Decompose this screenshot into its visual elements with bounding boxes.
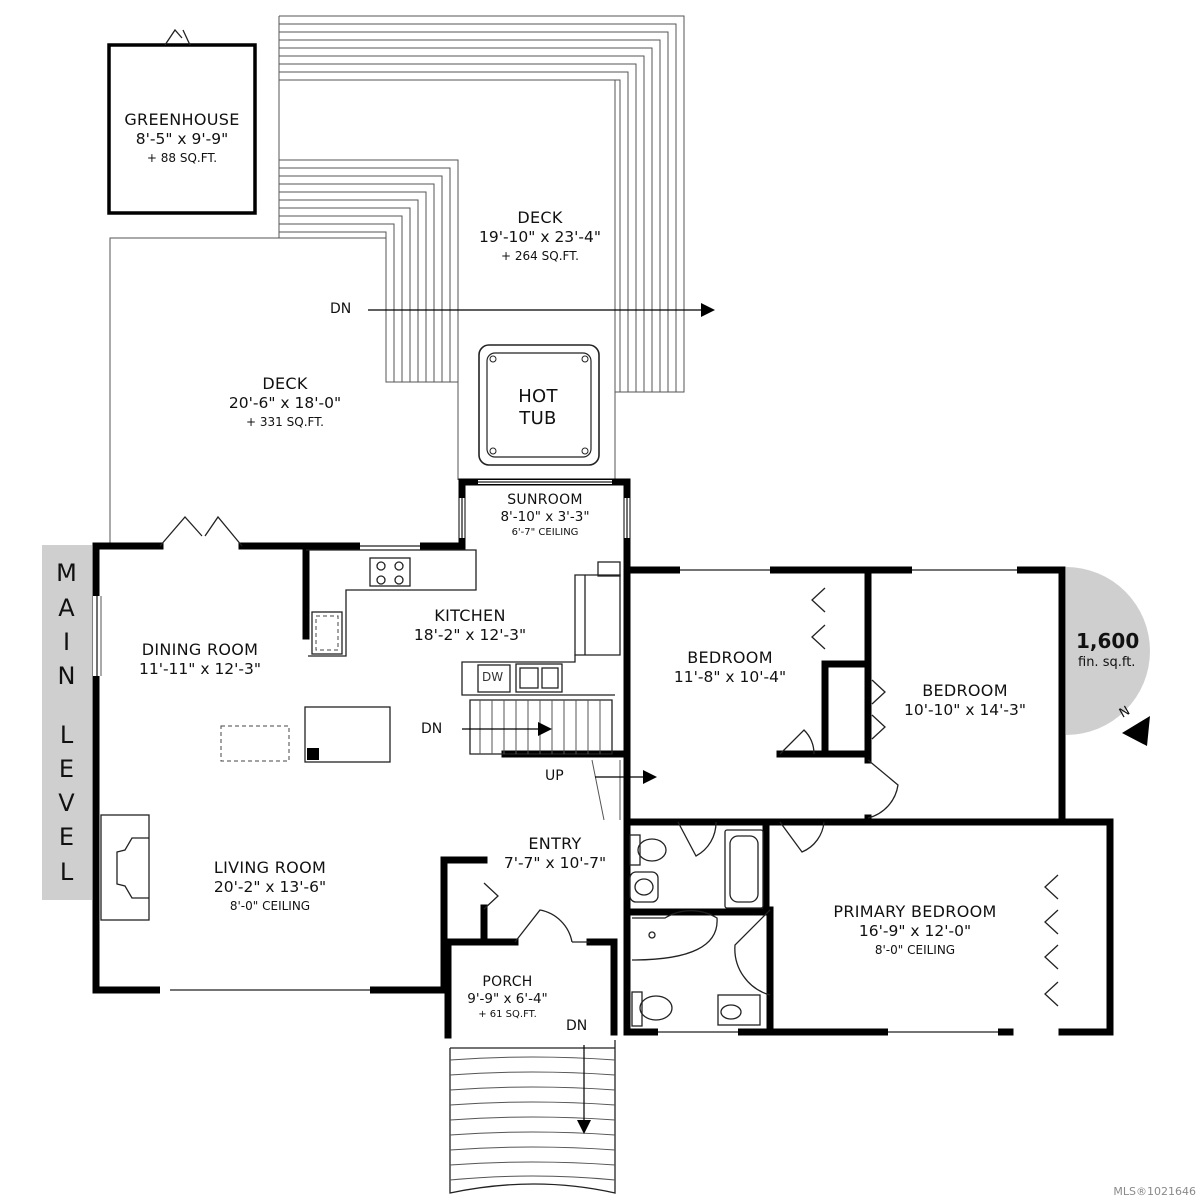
room-name: DINING ROOM <box>141 640 259 659</box>
room-name: ENTRY <box>528 834 582 853</box>
mls-watermark: MLS®1021646 <box>1113 1185 1196 1198</box>
lower-deck-outline <box>109 237 386 546</box>
room-dims: 8'-5" x 9'-9" <box>135 129 229 148</box>
sunroom-label: SUNROOM 8'-10" x 3'-3" 6'-7" CEILING <box>470 492 620 539</box>
kitchen-label: KITCHEN 18'-2" x 12'-3" <box>380 606 560 644</box>
living-room-label: LIVING ROOM 20'-2" x 13'-6" 8'-0" CEILIN… <box>170 858 370 914</box>
room-name: GREENHOUSE <box>124 110 240 129</box>
deck-upper-label: DECK 19'-10" x 23'-4" + 264 SQ.FT. <box>440 208 640 264</box>
room-name: BEDROOM <box>922 681 1008 700</box>
room-area: + 331 SQ.FT. <box>246 415 324 430</box>
room-name: BEDROOM <box>687 648 773 667</box>
room-ceiling: 8'-0" CEILING <box>229 899 311 914</box>
room-ceiling: 8'-0" CEILING <box>874 943 956 958</box>
deck-down-arrow <box>368 303 715 317</box>
room-ceiling: 6'-7" CEILING <box>511 526 579 538</box>
hot-tub-label: HOT TUB <box>498 386 578 430</box>
level-letter: L <box>59 720 75 749</box>
level-letter: E <box>58 754 76 783</box>
bathroom-fixtures <box>629 829 764 1027</box>
room-dims: 9'-9" x 6'-4" <box>467 991 548 1008</box>
room-dims: 19'-10" x 23'-4" <box>478 227 602 246</box>
room-dims: 11'-8" x 10'-4" <box>673 667 787 686</box>
dishwasher-label: DW <box>482 670 504 684</box>
bedroom-1-label: BEDROOM 11'-8" x 10'-4" <box>640 648 820 686</box>
room-name: DECK <box>262 374 308 393</box>
entry-label: ENTRY 7'-7" x 10'-7" <box>480 834 630 872</box>
sunroom-walls <box>458 478 631 579</box>
french-door <box>159 515 243 547</box>
greenhouse-door <box>164 28 191 46</box>
room-name: HOT <box>518 386 558 407</box>
main-level-label: M A I N L E V E L <box>42 545 92 900</box>
room-name: LIVING ROOM <box>213 858 327 877</box>
deck-dn-label: DN <box>330 301 352 317</box>
stairs-down <box>462 699 613 755</box>
room-area: + 264 SQ.FT. <box>501 249 579 264</box>
room-name-2: TUB <box>519 407 557 429</box>
room-area: + 88 SQ.FT. <box>146 151 218 166</box>
hot-tub-icon <box>478 344 600 466</box>
compass-label: N <box>1116 703 1133 722</box>
porch-steps <box>449 1040 616 1194</box>
porch-dn-label: DN <box>566 1018 588 1034</box>
stairs-dn-label: DN <box>421 721 443 737</box>
level-letter: A <box>58 593 76 622</box>
windows <box>93 542 1017 1036</box>
deck-lower-label: DECK 20'-6" x 18'-0" + 331 SQ.FT. <box>185 374 385 430</box>
fireplace-icon <box>100 814 150 921</box>
greenhouse-wall <box>107 43 257 215</box>
area-badge: 1,600 fin. sq.ft. N <box>1066 567 1166 735</box>
level-letter: N <box>57 662 77 691</box>
room-name: PRIMARY BEDROOM <box>833 902 997 921</box>
room-name: PORCH <box>482 974 533 990</box>
main-walls <box>92 542 1114 1039</box>
room-area: + 61 SQ.FT. <box>478 1008 537 1020</box>
room-dims: 20'-6" x 18'-0" <box>228 393 342 412</box>
closet-doors <box>483 587 1059 1007</box>
level-letter: E <box>58 823 76 852</box>
room-dims: 16'-9" x 12'-0" <box>858 921 972 940</box>
room-name: SUNROOM <box>507 492 583 508</box>
room-name: KITCHEN <box>434 606 506 625</box>
level-letter: M <box>56 559 78 588</box>
dining-room-label: DINING ROOM 11'-11" x 12'-3" <box>110 640 290 678</box>
area-badge-shape <box>1066 567 1150 746</box>
porch-label: PORCH 9'-9" x 6'-4" + 61 SQ.FT. <box>450 974 565 1021</box>
level-letter: L <box>59 857 75 886</box>
porch-down-arrow <box>577 1045 591 1134</box>
bedroom-2-label: BEDROOM 10'-10" x 14'-3" <box>875 681 1055 719</box>
room-dims: 10'-10" x 14'-3" <box>903 700 1027 719</box>
stairs-up-label: UP <box>545 768 564 784</box>
area-unit: fin. sq.ft. <box>1078 655 1136 670</box>
room-name: DECK <box>517 208 563 227</box>
room-dims: 20'-2" x 13'-6" <box>213 877 327 896</box>
level-letter: I <box>62 627 72 656</box>
greenhouse-label: GREENHOUSE 8'-5" x 9'-9" + 88 SQ.FT. <box>109 110 255 166</box>
kitchen-counters <box>306 549 621 696</box>
upper-deck-outline <box>278 15 685 480</box>
room-dims: 8'-10" x 3'-3" <box>500 509 590 526</box>
level-letter: V <box>58 789 76 818</box>
swing-doors <box>514 729 899 996</box>
stairs-up <box>591 759 657 821</box>
room-dims: 7'-7" x 10'-7" <box>503 853 607 872</box>
kitchen-island <box>220 706 391 763</box>
room-dims: 11'-11" x 12'-3" <box>138 659 262 678</box>
area-value: 1,600 <box>1076 629 1140 653</box>
room-dims: 18'-2" x 12'-3" <box>413 625 527 644</box>
primary-bedroom-label: PRIMARY BEDROOM 16'-9" x 12'-0" 8'-0" CE… <box>810 902 1020 958</box>
